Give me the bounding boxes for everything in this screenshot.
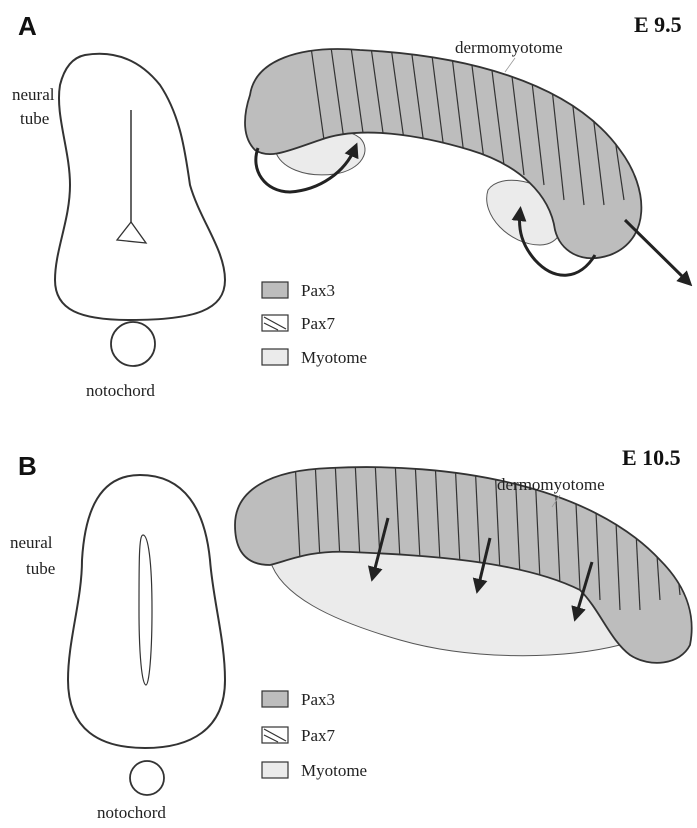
neural-tube-canal-b	[139, 535, 152, 685]
legend-swatch-pax7-a	[262, 315, 288, 331]
legend-label-pax3-b: Pax3	[301, 690, 335, 709]
neural-tube-label-b-line2: tube	[26, 559, 55, 578]
legend-b: Pax3 Pax7 Myotome	[262, 690, 367, 780]
dermomyotome-label-b: dermomyotome	[497, 475, 605, 494]
panel-b-stage-label: E 10.5	[622, 445, 681, 470]
legend-label-myotome-a: Myotome	[301, 348, 367, 367]
panel-a-stage-label: E 9.5	[634, 12, 682, 37]
legend-label-myotome-b: Myotome	[301, 761, 367, 780]
neural-tube-label-a-line1: neural	[12, 85, 55, 104]
legend-swatch-myotome-a	[262, 349, 288, 365]
legend-swatch-pax7-b	[262, 727, 288, 743]
legend-swatch-pax3-b	[262, 691, 288, 707]
legend-label-pax7-b: Pax7	[301, 726, 336, 745]
panel-b-letter: B	[18, 451, 37, 481]
panel-a: A E 9.5 neural tube notochord	[12, 11, 688, 400]
legend-label-pax7-a: Pax7	[301, 314, 336, 333]
legend-swatch-myotome-b	[262, 762, 288, 778]
notochord-label-a: notochord	[86, 381, 155, 400]
dermomyotome-label-a: dermomyotome	[455, 38, 563, 57]
notochord-a	[111, 322, 155, 366]
notochord-label-b: notochord	[97, 803, 166, 822]
arrow-a-out	[625, 220, 688, 282]
notochord-b	[130, 761, 164, 795]
legend-label-pax3-a: Pax3	[301, 281, 335, 300]
neural-tube-label-a-line2: tube	[20, 109, 49, 128]
panel-b: B E 10.5 neural tube notochord	[10, 445, 692, 822]
panel-a-letter: A	[18, 11, 37, 41]
dermomyotome-pointer-a	[505, 58, 515, 72]
neural-tube-label-b-line1: neural	[10, 533, 53, 552]
legend-a: Pax3 Pax7 Myotome	[262, 281, 367, 367]
legend-swatch-pax3-a	[262, 282, 288, 298]
neural-tube-a	[55, 54, 225, 320]
